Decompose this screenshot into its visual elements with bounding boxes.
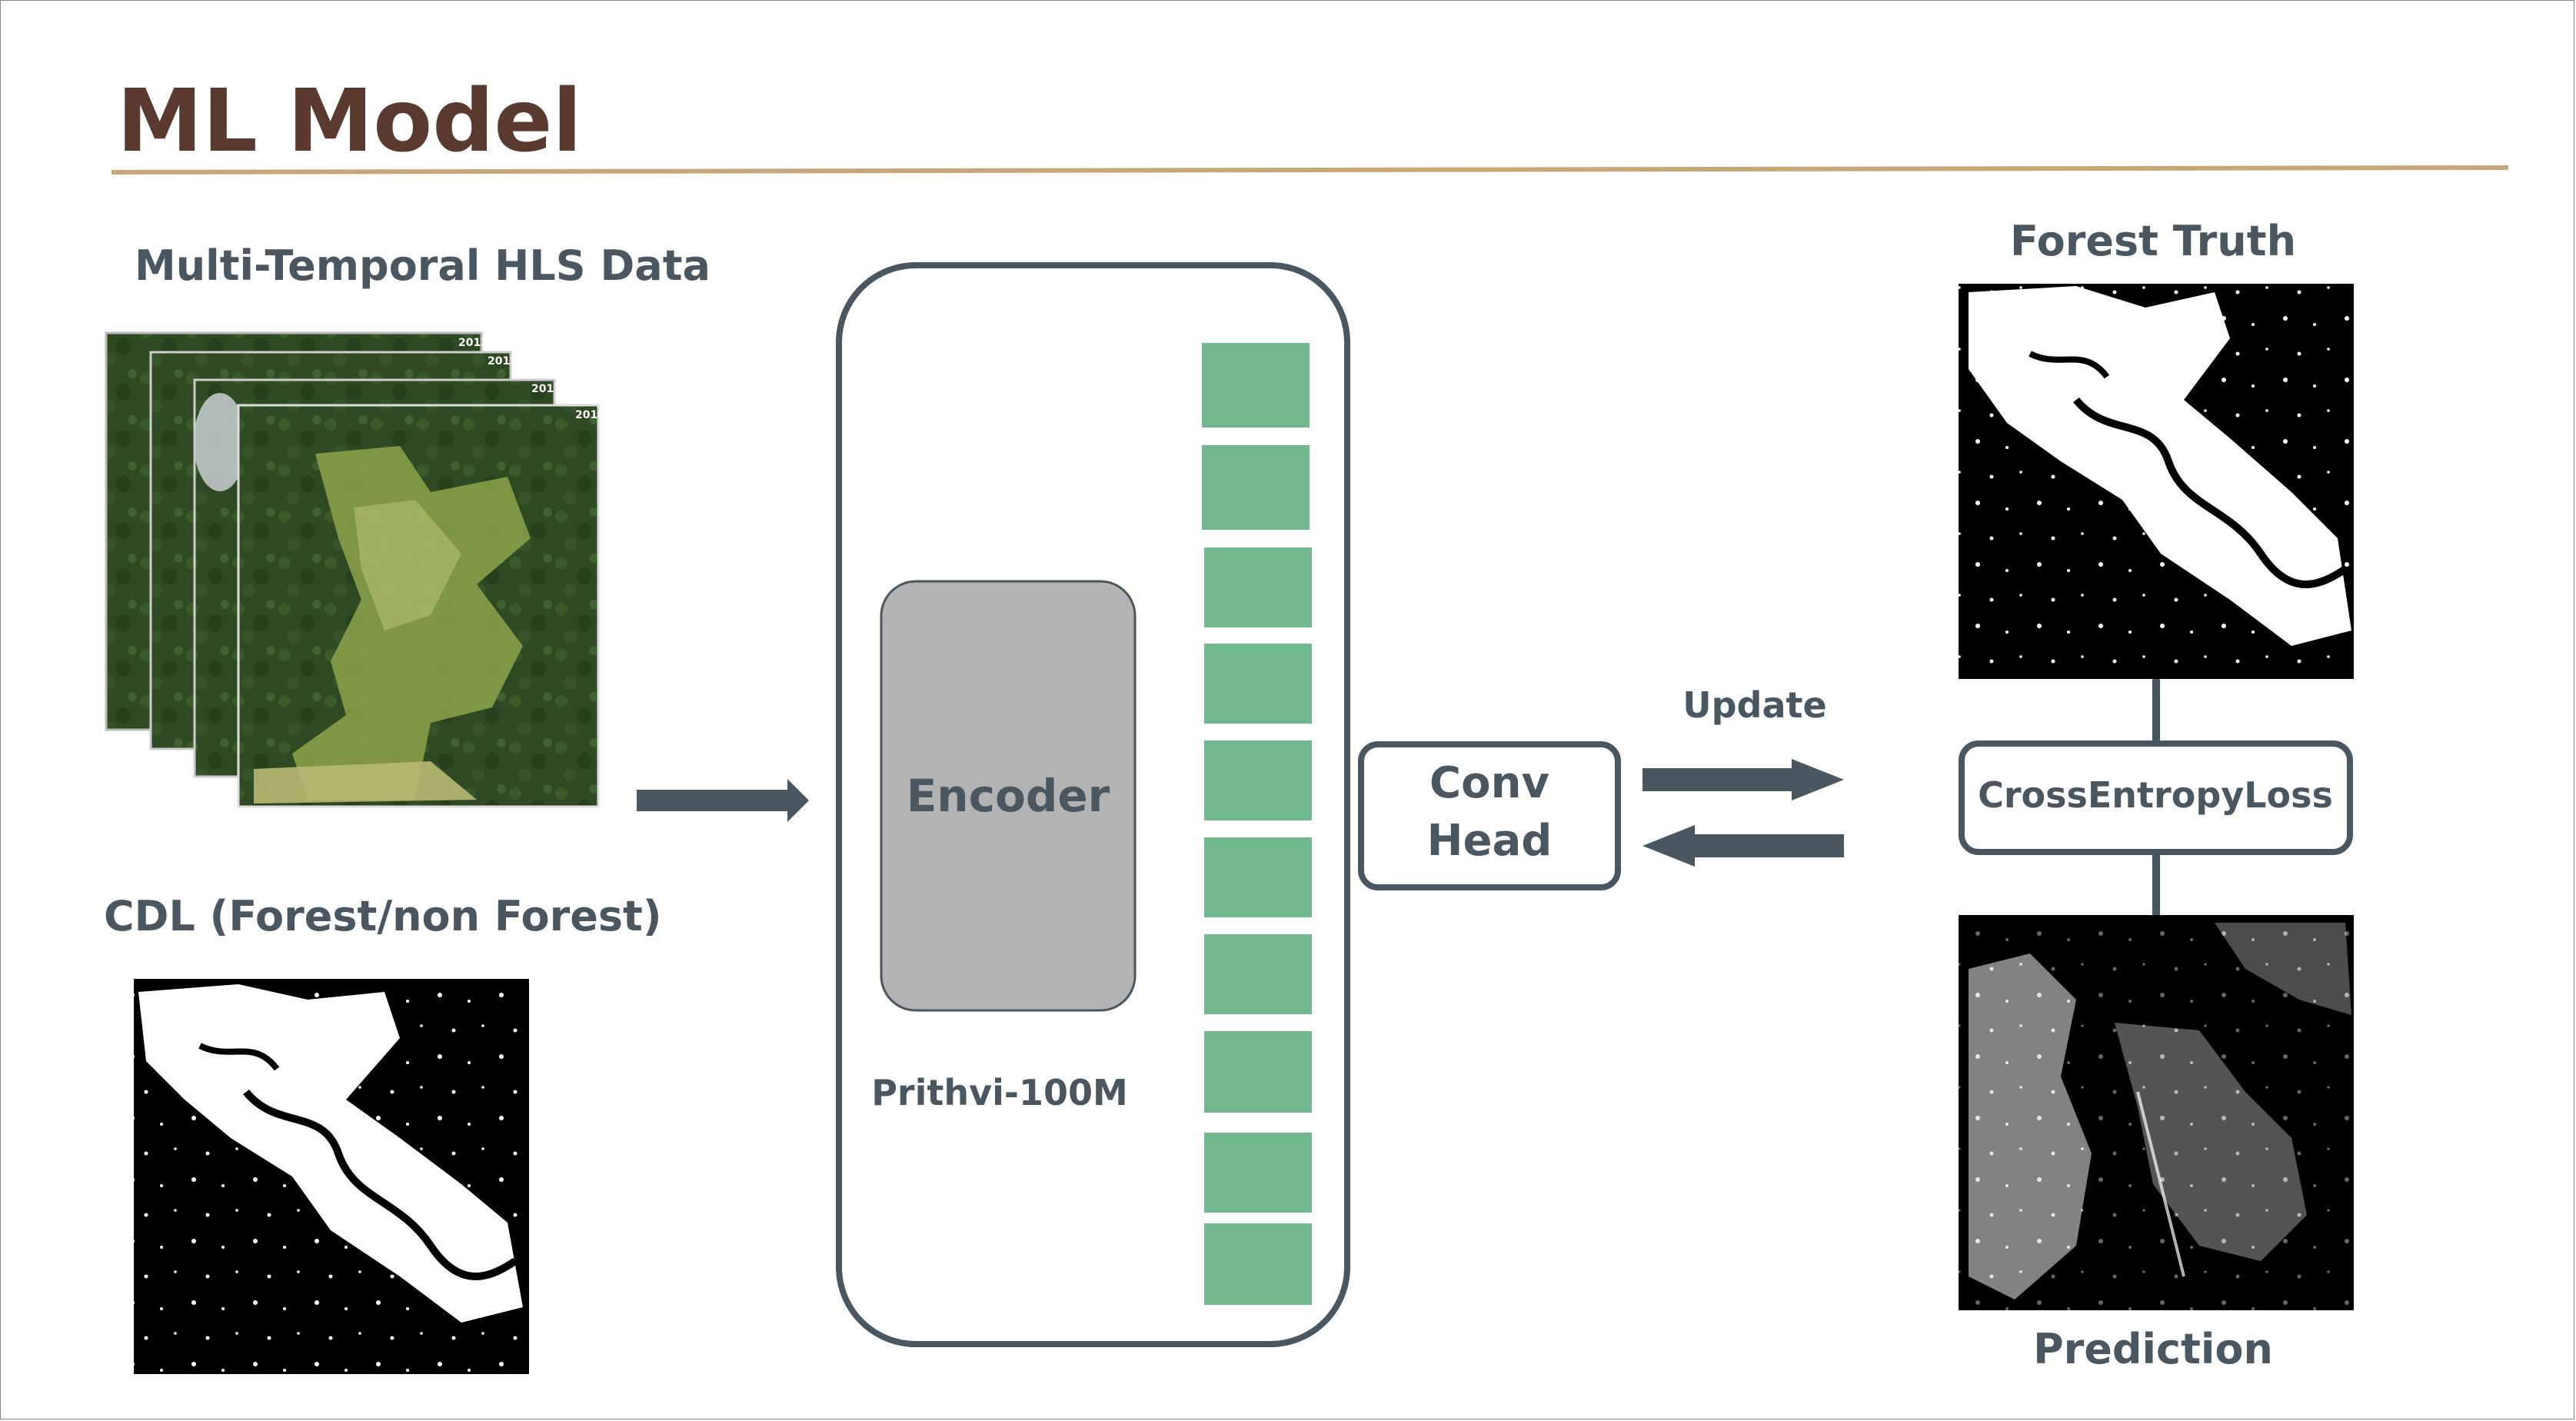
- token-block: [1204, 1133, 1312, 1213]
- title-underline: [111, 165, 2509, 175]
- year-label-2017: 2017: [531, 383, 561, 395]
- token-block: [1202, 445, 1310, 530]
- hls-image-2018: 2018: [237, 404, 605, 808]
- conv-head-label-line2: Head: [1427, 816, 1553, 866]
- year-label-2018: 2018: [575, 409, 605, 421]
- token-block: [1202, 343, 1310, 428]
- cdl-label: CDL (Forest/non Forest): [104, 892, 662, 940]
- hls-image-stack: 2013 2015 2017 2018: [105, 331, 605, 808]
- encoder-block: [880, 580, 1137, 1012]
- prediction-label: Prediction: [2033, 1325, 2273, 1373]
- loss-box: [1959, 740, 2353, 855]
- token-block: [1204, 837, 1312, 917]
- token-block: [1204, 1223, 1312, 1305]
- token-block: [1204, 644, 1312, 724]
- prediction-image: [1959, 915, 2354, 1310]
- year-label-2015: 2015: [488, 355, 518, 368]
- token-block: [1204, 740, 1312, 820]
- conv-head-box: [1358, 741, 1621, 890]
- token-block: [1204, 1031, 1312, 1113]
- hls-data-label: Multi-Temporal HLS Data: [135, 241, 711, 290]
- cdl-mask-image: [134, 979, 529, 1374]
- forest-truth-image: [1959, 284, 2354, 679]
- token-block: [1204, 547, 1312, 627]
- backward-arrow: [1642, 825, 1844, 867]
- conv-head-label-line1: Conv: [1429, 758, 1549, 808]
- encoder-label: Encoder: [907, 770, 1110, 822]
- loss-label: CrossEntropyLoss: [1978, 774, 2333, 816]
- page-title: ML Model: [117, 72, 582, 171]
- forward-arrow: [1642, 759, 1844, 800]
- forest-truth-label: Forest Truth: [2010, 217, 2296, 265]
- year-label-2013: 2013: [458, 337, 488, 349]
- token-block: [1204, 934, 1312, 1014]
- backbone-label: Prithvi-100M: [871, 1072, 1128, 1113]
- token-column: [1202, 343, 1312, 1305]
- input-arrow: [637, 779, 809, 822]
- update-label: Update: [1682, 684, 1826, 726]
